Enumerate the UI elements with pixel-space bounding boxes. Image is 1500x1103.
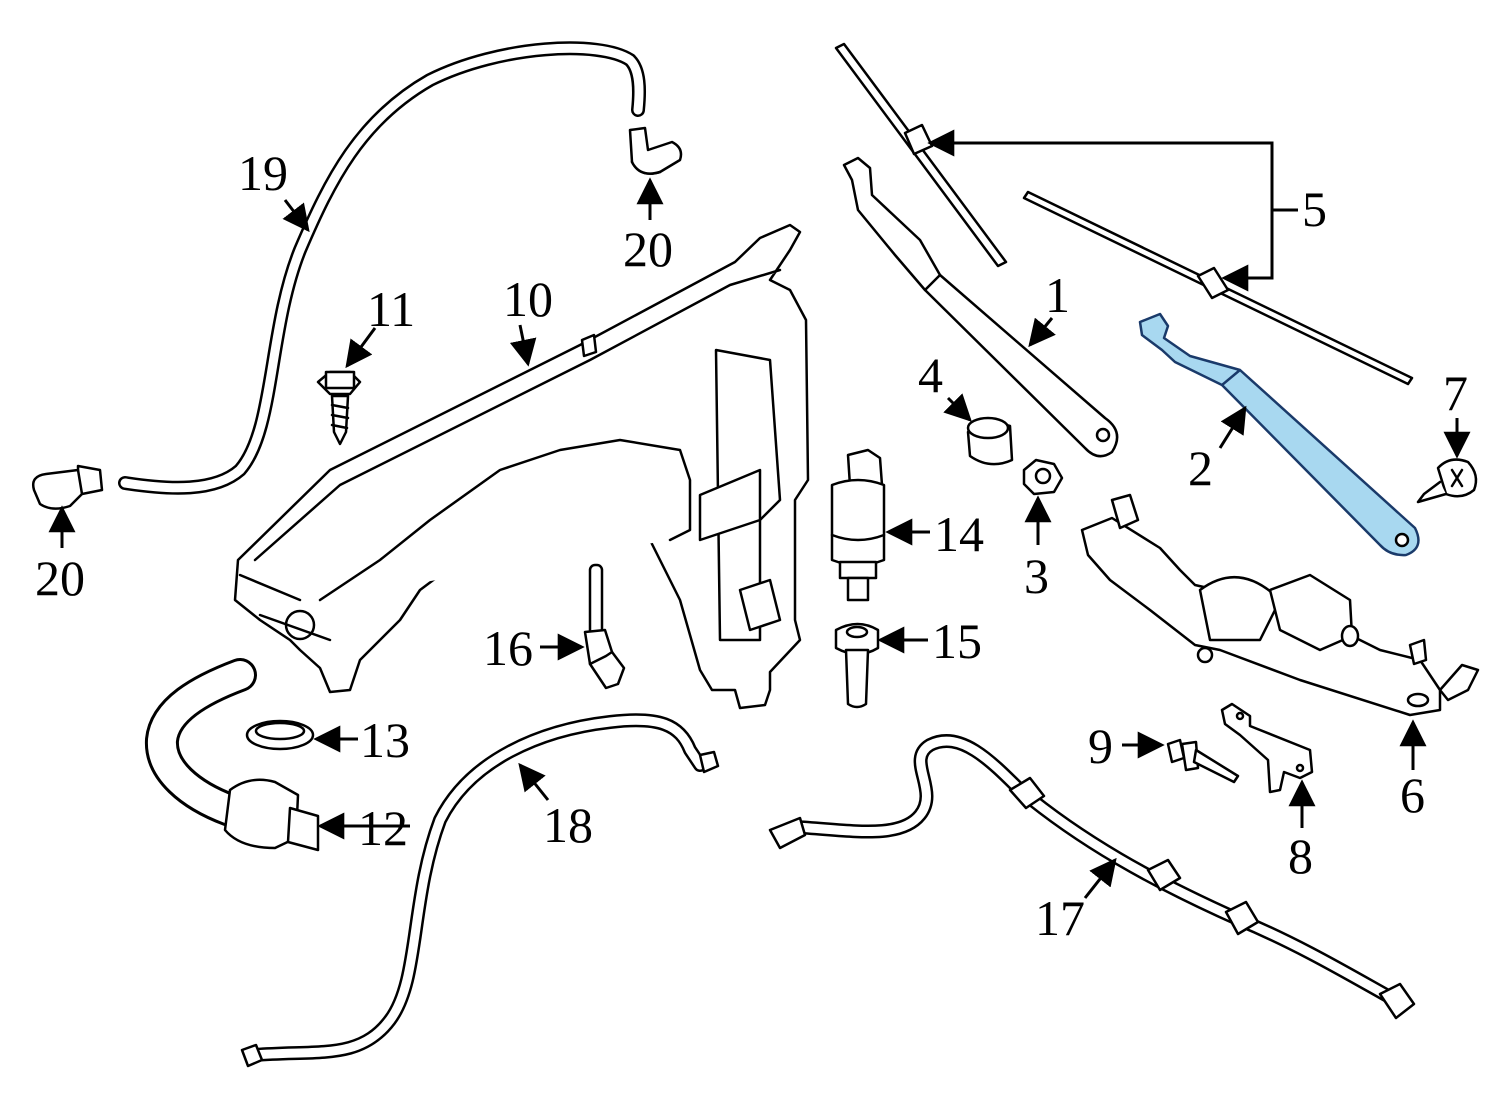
callout-20-top: 20	[623, 221, 673, 277]
washer-pump-14[interactable]	[830, 448, 886, 602]
nut-3[interactable]	[1022, 458, 1064, 496]
elbow-connector-20-top[interactable]	[628, 126, 683, 175]
callout-19: 19	[238, 145, 288, 201]
wiper-arm-1[interactable]	[842, 156, 1119, 458]
callout-17: 17	[1035, 890, 1085, 946]
wiper-blade-5-left[interactable]	[834, 42, 1008, 268]
grommet-13[interactable]	[245, 719, 315, 751]
callout-20-left: 20	[35, 550, 85, 606]
pivot-pin-9[interactable]	[1166, 738, 1240, 784]
elbow-connector-20-left[interactable]	[32, 464, 104, 510]
callout-16: 16	[483, 620, 533, 676]
wiper-blade-5-right[interactable]	[1022, 190, 1414, 386]
callout-10: 10	[503, 271, 553, 327]
bracket-8[interactable]	[1220, 702, 1314, 794]
callout-4: 4	[918, 347, 943, 403]
washer-hose-19[interactable]	[118, 41, 646, 495]
wiper-motor-linkage-6[interactable]	[1080, 493, 1480, 717]
screw-7[interactable]	[1416, 458, 1478, 504]
callout-2: 2	[1188, 440, 1213, 496]
washer-hose-18[interactable]	[240, 713, 720, 1068]
leader-arrows	[48, 129, 1471, 899]
callout-15: 15	[932, 613, 982, 669]
callout-5: 5	[1302, 181, 1327, 237]
level-sensor-16[interactable]	[583, 563, 626, 690]
callout-12: 12	[358, 800, 408, 856]
callout-7: 7	[1443, 365, 1468, 421]
grommet-15[interactable]	[834, 622, 880, 709]
callout-3: 3	[1024, 548, 1049, 604]
callout-1: 1	[1045, 267, 1070, 323]
filler-hose-12[interactable]	[145, 658, 320, 852]
callout-18: 18	[543, 797, 593, 853]
callout-labels: 1 2 3 4 5 6 7 8 9 10 11 12 13 14 15 16 1…	[35, 145, 1468, 946]
bushing-4[interactable]	[966, 416, 1014, 466]
callout-11: 11	[367, 281, 415, 337]
washer-reservoir-10[interactable]	[233, 223, 810, 710]
callout-6: 6	[1400, 767, 1425, 823]
callout-9: 9	[1088, 718, 1113, 774]
callout-8: 8	[1288, 828, 1313, 884]
washer-hose-17[interactable]	[768, 734, 1416, 1020]
bolt-11[interactable]	[316, 370, 362, 446]
callout-13: 13	[360, 712, 410, 768]
wiper-arm-2-highlighted[interactable]	[1138, 312, 1420, 557]
callout-14: 14	[934, 506, 984, 562]
